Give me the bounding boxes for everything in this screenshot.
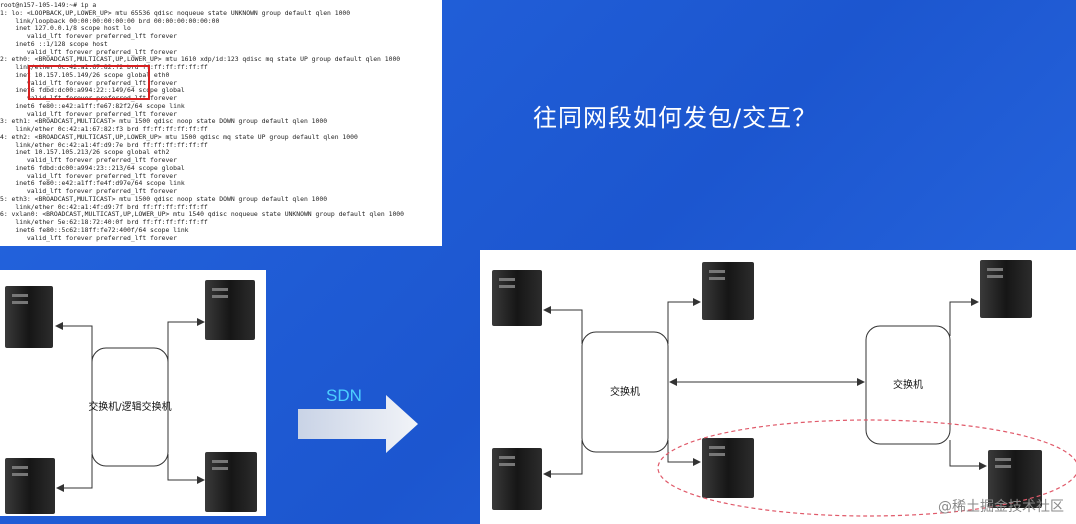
- terminal-line: root@n157-105-149:~# ip a: [0, 1, 97, 9]
- left-diagram-svg: 交换机/逻辑交换机: [5, 280, 257, 514]
- terminal-line: 2: eth0: <BROADCAST,MULTICAST,UP,LOWER_U…: [0, 55, 401, 64]
- server-icon-r-bottom-left: [492, 448, 542, 510]
- server-icon-r-top-left: [492, 270, 542, 326]
- logical-switch-box: [91, 347, 169, 467]
- terminal-line: inet6 fe80::e42:a1ff:fe67:82f2/64 scope …: [15, 101, 185, 110]
- terminal-output: root@n157-105-149:~# ip a 1: lo: <LOOPBA…: [0, 0, 442, 246]
- arrow-to-server-top-left: [55, 322, 93, 362]
- arrow-to-server-top-right: [167, 318, 205, 362]
- terminal-line: link/ether 5e:62:18:72:40:0f brd ff:ff:f…: [15, 218, 208, 226]
- terminal-line: inet6 fdbd:dc00:a994:23::213/64 scope gl…: [15, 163, 185, 172]
- terminal-line: 1: lo: <LOOPBACK,UP,LOWER_UP> mtu 65536 …: [0, 8, 351, 17]
- terminal-line: inet6 fe80::5c62:18ff:fe72:400f/64 scope…: [15, 225, 189, 234]
- terminal-line: 6: vxlan0: <BROADCAST,MULTICAST,UP,LOWER…: [0, 210, 404, 219]
- terminal-line: valid_lft forever preferred_lft forever: [26, 109, 177, 118]
- switch-box-right: [865, 325, 951, 445]
- terminal-text: root@n157-105-149:~# ip a 1: lo: <LOOPBA…: [0, 0, 442, 242]
- switch-box-left: [581, 331, 669, 453]
- terminal-line: valid_lft forever preferred_lft forever: [26, 47, 177, 56]
- terminal-line: 5: eth3: <BROADCAST,MULTICAST> mtu 1500 …: [0, 194, 328, 203]
- terminal-line: link/ether 0c:42:a1:67:82:f2 brd ff:ff:f…: [15, 63, 208, 71]
- ip-address-highlight-box: [28, 65, 150, 100]
- switch-label-right: 交换机: [893, 378, 923, 391]
- left-diagram-panel: 交换机/逻辑交换机: [0, 270, 266, 516]
- terminal-line: 3: eth1: <BROADCAST,MULTICAST> mtu 1500 …: [0, 117, 328, 126]
- arrow-r-bottom-right: [949, 440, 987, 470]
- terminal-line: link/ether 0c:42:a1:67:82:f3 brd ff:ff:f…: [15, 125, 208, 133]
- right-diagram-svg: 交换机 交换机: [492, 260, 1076, 517]
- watermark: @稀土掘金技术社区: [938, 499, 1064, 515]
- arrow-r-top-middle: [667, 298, 701, 344]
- terminal-line: valid_lft forever preferred_lft forever: [26, 78, 177, 87]
- arrow-r-bottom-left: [543, 440, 583, 478]
- terminal-line: valid_lft forever preferred_lft forever: [26, 156, 177, 164]
- arrow-to-server-bottom-left: [56, 454, 93, 492]
- sdn-label: SDN: [326, 386, 362, 405]
- sdn-arrow-icon: [298, 395, 418, 453]
- server-icon-r-top-middle: [702, 262, 754, 320]
- terminal-line: 4: eth2: <BROADCAST,MULTICAST,UP,LOWER_U…: [0, 132, 358, 141]
- server-icon-bottom-right: [205, 452, 257, 512]
- server-icon-r-bottom-right: [988, 450, 1042, 508]
- terminal-line: inet6 ::1/128 scope host: [15, 39, 108, 48]
- terminal-line: link/ether 0c:42:a1:4f:d9:7f brd ff:ff:f…: [15, 202, 208, 211]
- arrow-r-bottom-middle: [667, 440, 701, 466]
- terminal-line: inet 10.157.105.213/26 scope global eth2: [15, 148, 170, 157]
- server-icon-top-left: [5, 286, 53, 348]
- terminal-line: valid_lft forever preferred_lft forever: [26, 32, 177, 40]
- question-title: 往同网段如何发包/交互？: [533, 104, 818, 132]
- server-icon-r-bottom-middle: [702, 438, 754, 498]
- arrow-r-top-right: [949, 298, 979, 336]
- server-icon-top-right: [205, 280, 255, 340]
- terminal-line: valid_lft forever preferred_lft forever: [26, 233, 177, 242]
- right-diagram-panel: 交换机 交换机: [480, 250, 1076, 524]
- logical-switch-label: 交换机/逻辑交换机: [88, 400, 171, 413]
- terminal-line: inet6 fe80::e42:a1ff:fe4f:d97e/64 scope …: [15, 179, 185, 188]
- server-icon-bottom-left: [5, 458, 55, 514]
- terminal-line: valid_lft forever preferred_lft forever: [26, 187, 177, 195]
- arrow-to-server-bottom-right: [167, 454, 205, 484]
- terminal-line: link/loopback 00:00:00:00:00:00 brd 00:0…: [15, 16, 220, 25]
- server-icon-r-top-right: [980, 260, 1032, 318]
- terminal-line: inet 10.157.105.149/26 scope global eth0: [15, 70, 170, 79]
- terminal-line: link/ether 0c:42:a1:4f:d9:7e brd ff:ff:f…: [15, 140, 208, 149]
- arrow-r-top-left: [543, 306, 583, 344]
- switch-label-left: 交换机: [610, 385, 640, 398]
- terminal-line: inet 127.0.0.1/8 scope host lo: [15, 24, 131, 33]
- terminal-line: valid_lft forever preferred_lft forever: [26, 171, 177, 180]
